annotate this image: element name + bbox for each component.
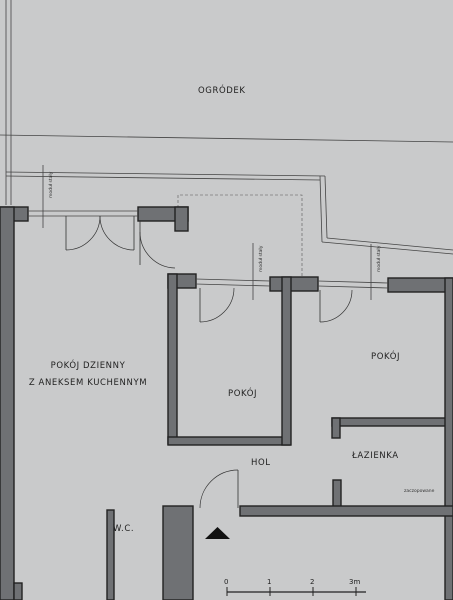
walls <box>0 206 453 600</box>
terrace-outline <box>177 194 303 278</box>
label-garden: OGRÓDEK <box>198 84 246 96</box>
entrance-triangle-icon <box>205 527 230 539</box>
fixed-module-label-2: moduł stały <box>258 245 264 272</box>
scale-tick-0: 0 <box>224 578 228 586</box>
fixed-module-markers: moduł stały moduł stały moduł stały <box>42 165 382 300</box>
doors <box>65 215 353 509</box>
fixed-module-label-1: moduł stały <box>48 171 54 198</box>
scale-tick-1: 1 <box>267 578 271 586</box>
scale-bar: 0 1 2 3m <box>224 578 366 596</box>
label-bathroom: ŁAZIENKA <box>351 451 399 461</box>
garden-windows <box>28 210 389 289</box>
label-room-a: POKÓJ <box>228 387 257 399</box>
fixed-module-label-3: moduł stały <box>376 245 382 272</box>
scale-tick-3m: 3m <box>349 578 360 586</box>
label-hall: HOL <box>251 458 271 468</box>
label-living-line2: Z ANEKSEM KUCHENNYM <box>29 378 147 388</box>
label-living-line1: POKÓJ DZIENNY <box>51 359 126 371</box>
vent-label: zaczopowane <box>404 489 435 494</box>
label-wc: W.C. <box>113 524 134 534</box>
scale-tick-2: 2 <box>310 578 314 586</box>
label-room-b: POKÓJ <box>371 350 400 362</box>
garden-boundary <box>0 0 453 255</box>
